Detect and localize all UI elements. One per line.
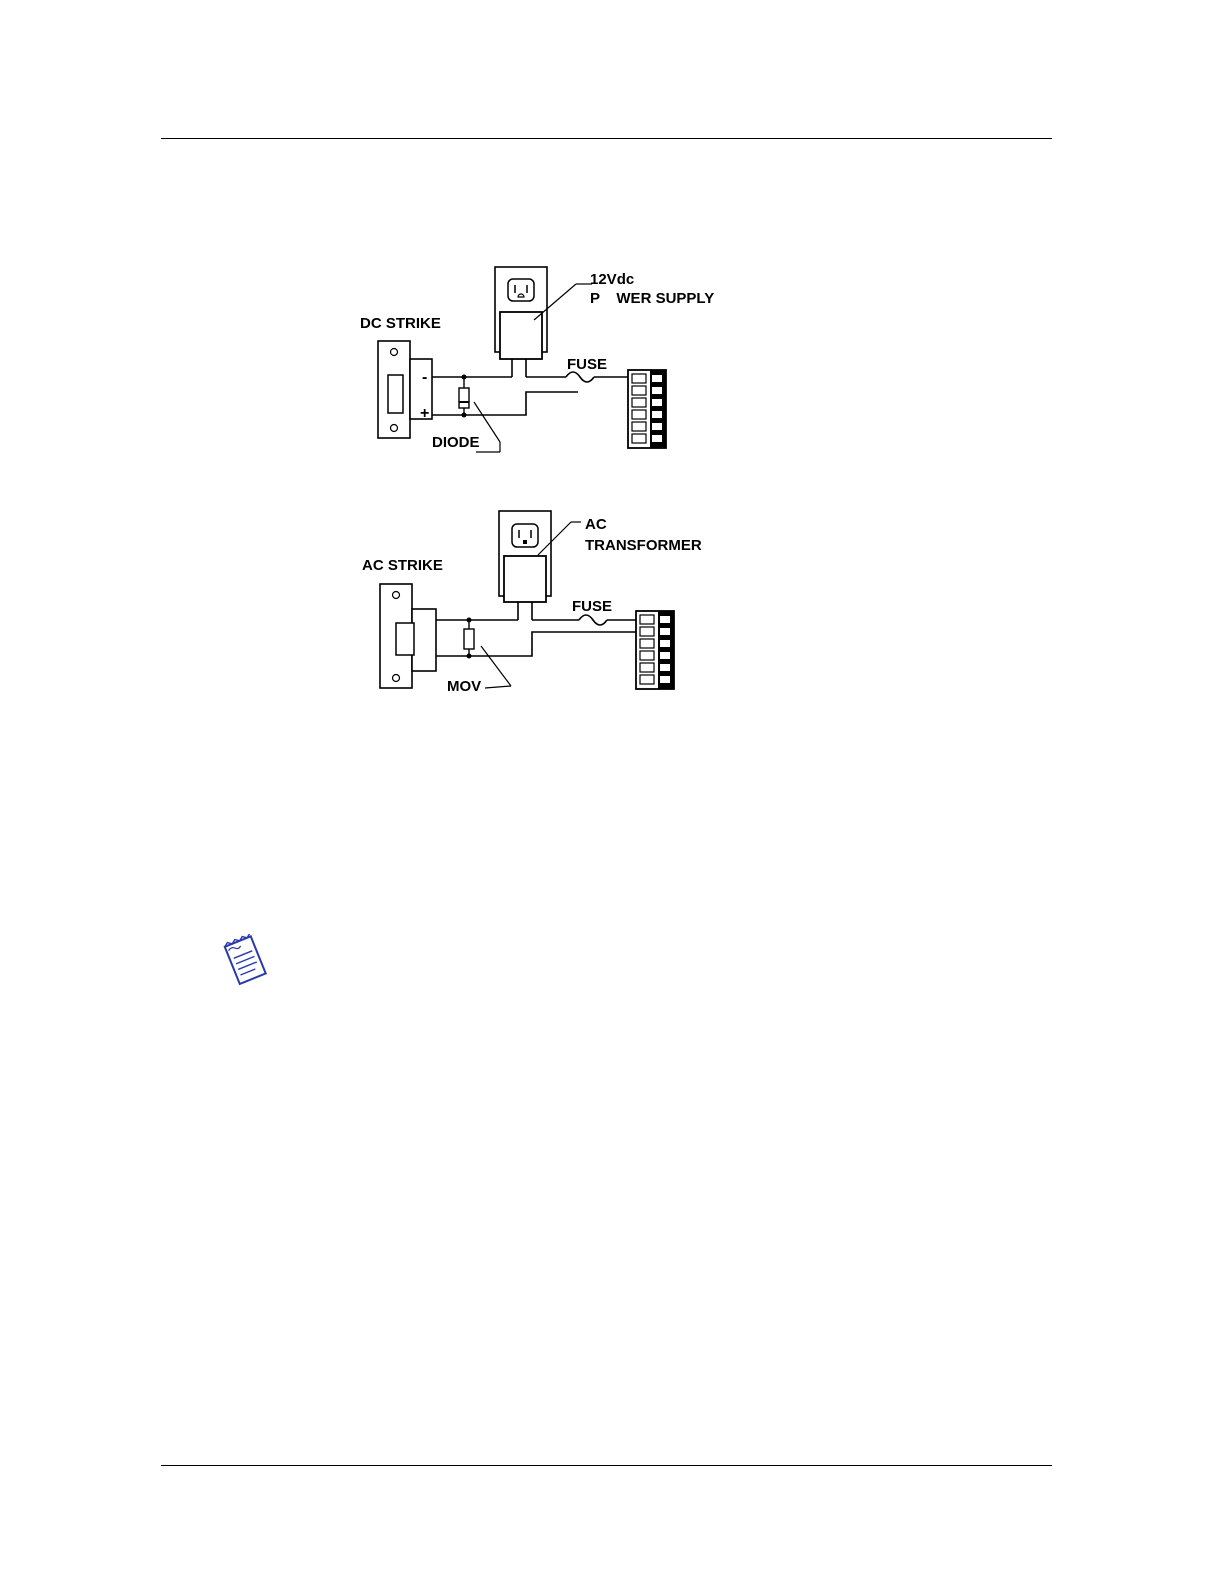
fuse-icon [579,615,638,625]
terminal-block-icon [628,370,666,448]
transformer-label-line1: AC [585,516,607,533]
transformer-icon [504,556,546,620]
header-rule [161,138,1052,139]
mov-icon [464,618,474,659]
diode-icon [459,375,469,418]
supply-label-line2: P WER SUPPLY [590,290,714,307]
note-pad-icon [218,934,274,990]
supply-label-line1: 12Vdc [590,271,634,288]
fuse-label: FUSE [572,598,612,615]
terminal-block-icon [636,611,674,689]
power-supply-icon [500,312,542,377]
mov-label: MOV [447,678,481,695]
plus-terminal-label: + [420,405,429,422]
ac-strike-label: AC STRIKE [362,557,443,574]
fuse-icon [566,372,628,382]
dc-strike-diagram: DC STRIKE 12Vdc P WER SUPPLY FUSE DIODE … [350,262,720,462]
door-strike-icon [380,584,436,688]
footer-rule [161,1465,1052,1466]
ac-strike-diagram: AC STRIKE AC TRANSFORMER FUSE MOV [355,508,725,708]
door-strike-icon [378,341,432,438]
dc-strike-label: DC STRIKE [360,315,441,332]
diode-label: DIODE [432,434,480,451]
minus-terminal-label: - [422,369,427,386]
transformer-label-line2: TRANSFORMER [585,537,702,554]
fuse-label: FUSE [567,356,607,373]
